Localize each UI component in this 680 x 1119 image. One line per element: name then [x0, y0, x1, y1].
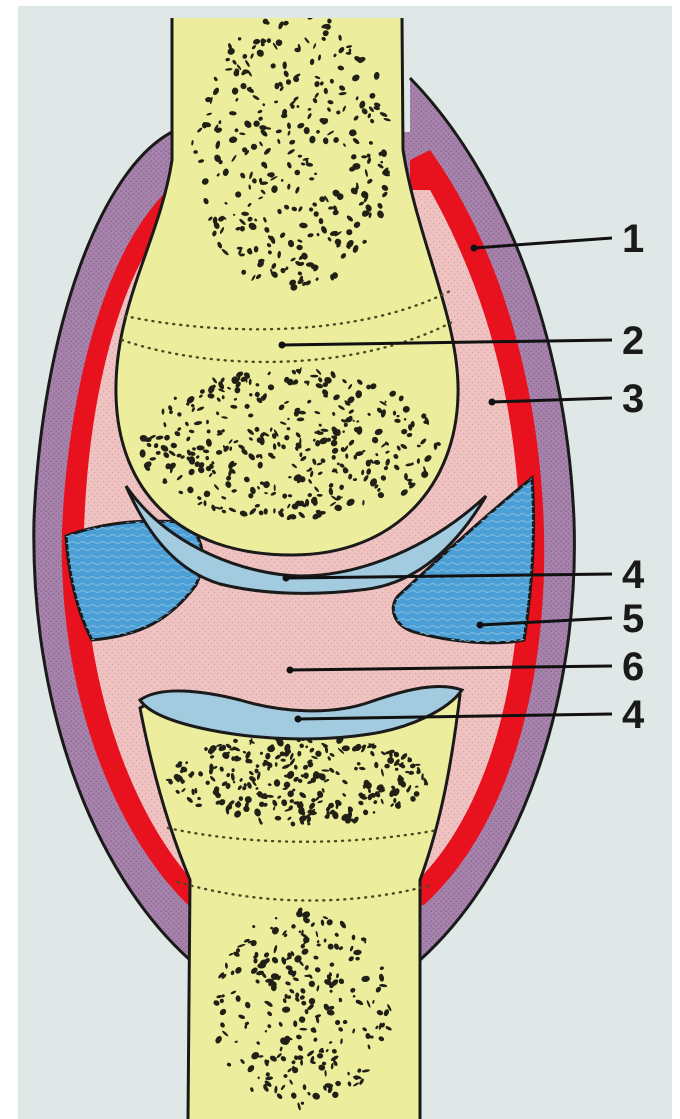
bone-speckle — [309, 177, 314, 180]
leader-dot-3 — [489, 399, 496, 406]
label-4-upper: 4 — [622, 553, 645, 597]
leader-dot-1 — [471, 245, 478, 252]
label-1: 1 — [622, 217, 644, 261]
label-4-lower: 4 — [622, 693, 645, 737]
leader-dot-6 — [287, 667, 294, 674]
bone-speckle — [275, 83, 280, 90]
label-5: 5 — [622, 597, 644, 641]
label-6: 6 — [622, 645, 644, 689]
bone-speckle — [434, 443, 438, 450]
leader-dot-2 — [279, 342, 286, 349]
bone-speckle — [210, 749, 213, 755]
bone-speckle — [314, 211, 319, 217]
label-2: 2 — [622, 319, 644, 363]
bone-speckle — [166, 779, 172, 781]
bone-speckle — [342, 745, 350, 751]
bone-speckle — [283, 62, 287, 70]
leader-dot-5 — [477, 622, 484, 629]
leader-dot-4a — [283, 575, 290, 582]
bone-speckle — [241, 270, 246, 275]
bone-speckle — [393, 411, 396, 416]
bone-speckle — [332, 455, 336, 460]
leader-dot-4b — [295, 716, 302, 723]
label-3: 3 — [622, 377, 644, 421]
bone-speckle — [271, 456, 276, 459]
